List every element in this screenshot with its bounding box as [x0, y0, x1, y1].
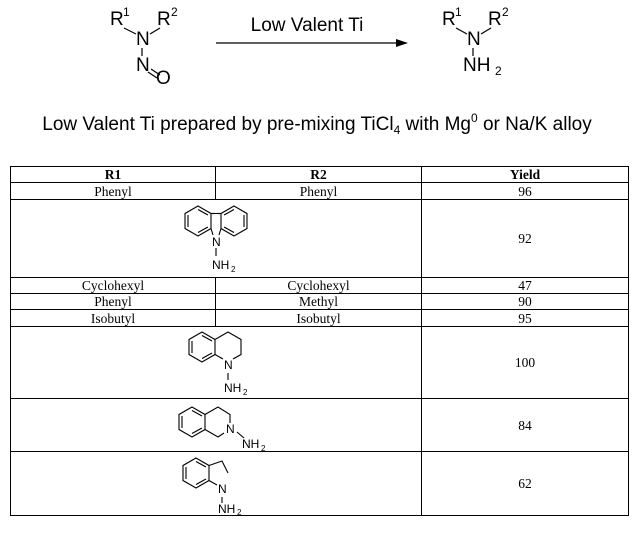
- product-nh: NH: [463, 55, 490, 76]
- thq-nh-sub: 2: [243, 388, 248, 397]
- cell-yield: 92: [421, 199, 629, 278]
- thiq-nh-sub: 2: [261, 444, 266, 451]
- cell-structure-tetrahydroquinoline: N NH 2: [10, 326, 422, 399]
- product-hydrazine: R 1 R 2 N NH 2: [442, 5, 509, 78]
- arrow-label: Low Valent Ti: [251, 15, 364, 36]
- thq-nh-label: NH: [224, 381, 241, 395]
- product-r1: R: [442, 9, 456, 30]
- reactant-r1-sup: 1: [123, 5, 130, 19]
- product-r2-sup: 2: [502, 5, 509, 19]
- tetrahydroquinoline-structure: N NH 2: [188, 330, 248, 397]
- header-yield: Yield: [421, 166, 629, 183]
- cell-r2: Phenyl: [215, 182, 422, 200]
- cell-yield: 90: [421, 293, 629, 310]
- indoline-n-label: N: [218, 482, 227, 496]
- product-nh-sub: 2: [495, 64, 502, 78]
- table-row: Cyclohexyl Cyclohexyl 47: [10, 277, 629, 294]
- cell-r2: Methyl: [215, 293, 422, 310]
- reactant-amine-n: N: [136, 29, 150, 50]
- reaction-scheme: R 1 R 2 N N O Low Valent Ti R 1 R 2 N NH…: [110, 5, 509, 89]
- header-r2: R2: [215, 166, 422, 183]
- caption-middle: with Mg: [400, 114, 471, 135]
- cell-r2: Isobutyl: [215, 309, 422, 327]
- cell-structure-tetrahydroisoquinoline: N NH 2: [10, 398, 422, 452]
- table-row: N NH 2 100: [10, 326, 629, 399]
- table-row: N NH 2 84: [10, 398, 629, 452]
- indoline-nh-label: NH: [218, 502, 235, 515]
- cell-structure-carbazole: N NH 2: [10, 199, 422, 278]
- carbazole-nh-label: NH: [212, 258, 229, 272]
- reactant-r2-sup: 2: [171, 5, 178, 19]
- product-r1-sup: 1: [455, 5, 462, 19]
- carbazole-structure: N NH 2: [184, 204, 248, 274]
- cell-yield: 47: [421, 277, 629, 294]
- header-r1: R1: [10, 166, 216, 183]
- reactant-r2: R: [157, 9, 171, 30]
- cell-r1: Isobutyl: [10, 309, 216, 327]
- reactant-nitrosamine: R 1 R 2 N N O: [110, 5, 178, 89]
- table-row: Phenyl Phenyl 96: [10, 182, 629, 200]
- tetrahydroisoquinoline-structure: N NH 2: [178, 405, 266, 451]
- reaction-arrow: Low Valent Ti: [216, 15, 408, 47]
- cell-yield: 96: [421, 182, 629, 200]
- cell-yield: 62: [421, 451, 629, 516]
- thiq-nh-label: NH: [242, 437, 259, 451]
- table-row: N NH 2 62: [10, 451, 629, 516]
- caption-suffix: or Na/K alloy: [477, 114, 592, 135]
- cell-r1: Phenyl: [10, 293, 216, 310]
- indoline-nh-sub: 2: [237, 508, 242, 515]
- table-row: Phenyl Methyl 90: [10, 293, 629, 310]
- reaction-caption: Low Valent Ti prepared by pre-mixing TiC…: [0, 111, 634, 137]
- reactant-nitroso-n: N: [136, 55, 150, 76]
- indoline-structure: N NH 2: [182, 456, 242, 515]
- cell-yield: 84: [421, 398, 629, 452]
- yield-table: R1 R2 Yield Phenyl Phenyl 96: [10, 166, 629, 516]
- caption-prefix: Low Valent Ti prepared by pre-mixing TiC…: [42, 114, 394, 135]
- table-header-row: R1 R2 Yield: [10, 166, 629, 183]
- thq-n-label: N: [224, 358, 233, 372]
- cell-yield: 95: [421, 309, 629, 327]
- cell-r1: Phenyl: [10, 182, 216, 200]
- table-row: Isobutyl Isobutyl 95: [10, 309, 629, 327]
- reactant-r1: R: [110, 9, 124, 30]
- product-r2: R: [488, 9, 502, 30]
- cell-yield: 100: [421, 326, 629, 399]
- carbazole-nh-sub: 2: [231, 265, 236, 274]
- table-row: N NH 2 92: [10, 199, 629, 278]
- cell-r2: Cyclohexyl: [215, 277, 422, 294]
- cell-r1: Cyclohexyl: [10, 277, 216, 294]
- caption-subscript: 4: [393, 123, 401, 137]
- thiq-n-label: N: [226, 422, 235, 436]
- caption-superscript: 0: [471, 111, 478, 125]
- reactant-oxygen: O: [156, 68, 171, 89]
- cell-structure-indoline: N NH 2: [10, 451, 422, 516]
- product-n: N: [467, 29, 481, 50]
- carbazole-n-label: N: [212, 235, 221, 249]
